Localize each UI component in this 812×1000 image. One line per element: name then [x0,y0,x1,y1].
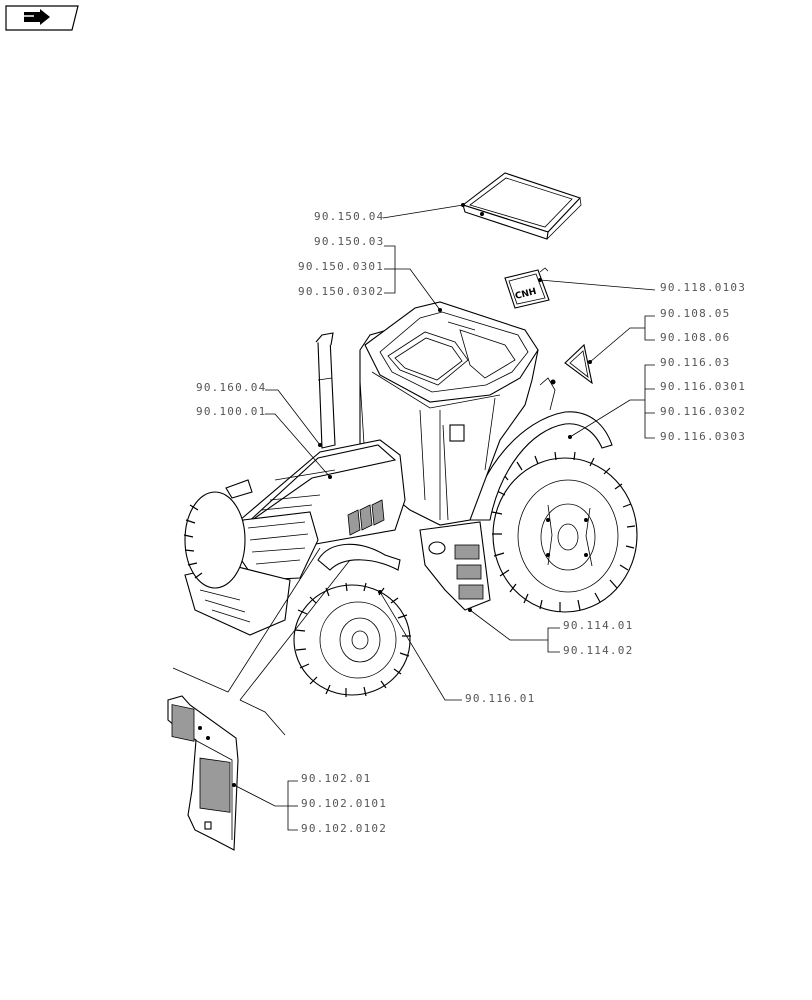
callout-90-150-0302: 90.150.0302 [298,285,384,298]
callout-90-116-03: 90.116.03 [660,356,730,369]
callout-90-114-02: 90.114.02 [563,644,633,657]
callout-labels: 90.150.04 90.150.03 90.150.0301 90.150.0… [196,210,746,835]
side-panel-part [167,695,239,851]
mirror [225,479,253,499]
front-fender [317,543,401,571]
leader-lines [172,203,656,831]
callout-90-114-01: 90.114.01 [563,619,633,632]
front-wheel-far [183,491,246,589]
callout-90-102-01: 90.102.01 [301,772,371,785]
callout-90-116-01: 90.116.01 [465,692,535,705]
tractor-illustration [183,301,638,697]
callout-90-116-0302: 90.116.0302 [660,405,746,418]
exhaust-stack [315,332,336,449]
warning-triangle-part [564,343,593,385]
navigation-button[interactable] [5,5,79,31]
callout-90-160-04: 90.160.04 [196,381,266,394]
callout-90-116-0301: 90.116.0301 [660,380,746,393]
hood [237,439,406,581]
logo-decal-part: CNH [504,267,550,309]
rear-fender [469,411,613,521]
callout-90-108-06: 90.108.06 [660,331,730,344]
callout-90-102-0101: 90.102.0101 [301,797,387,810]
callout-90-116-0303: 90.116.0303 [660,430,746,443]
steps-assembly [419,521,491,611]
callout-90-100-01: 90.100.01 [196,405,266,418]
arrow-navigation-icon [24,9,50,25]
callout-90-150-04: 90.150.04 [314,210,384,223]
roof-panel-part [461,172,582,240]
front-wheel-near [293,582,411,697]
callout-90-150-0301: 90.150.0301 [298,260,384,273]
callout-90-118-0103: 90.118.0103 [660,281,746,294]
cab [359,301,556,526]
callout-90-102-0102: 90.102.0102 [301,822,387,835]
callout-90-108-05: 90.108.05 [660,307,730,320]
rear-wheel [491,451,638,613]
callout-90-150-03: 90.150.03 [314,235,384,248]
